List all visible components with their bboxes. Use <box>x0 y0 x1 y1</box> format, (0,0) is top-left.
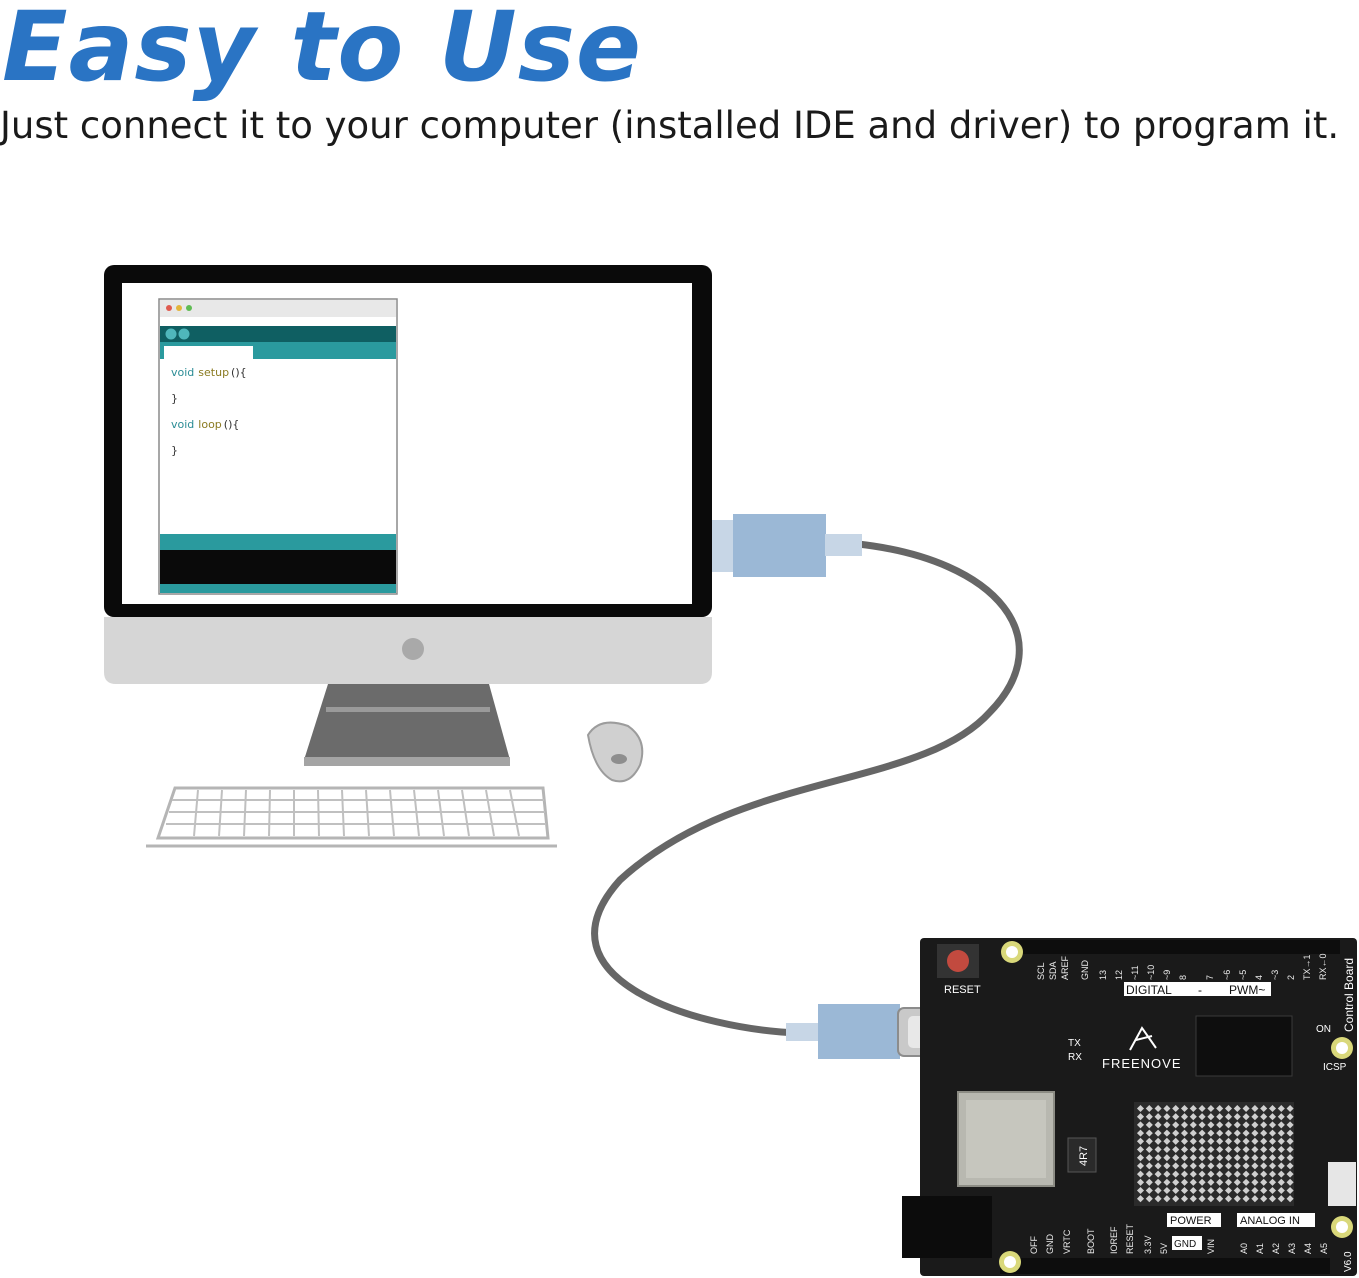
svg-text:TX: TX <box>1068 1038 1081 1049</box>
svg-text:4R7: 4R7 <box>1078 1146 1090 1166</box>
top-pin-label: ~5 <box>1238 970 1248 980</box>
usb-a-connector <box>712 514 862 577</box>
window-maximize-dot <box>186 305 192 311</box>
top-pin-label: RX←0 <box>1318 953 1328 980</box>
top-pin-label: ~6 <box>1222 970 1232 980</box>
bottom-pin-label: VIN <box>1206 1239 1216 1254</box>
svg-text:RESET: RESET <box>944 984 981 996</box>
ide-console <box>160 550 396 584</box>
sketch-tab <box>164 346 253 359</box>
top-pin-label: ~3 <box>1270 970 1280 980</box>
bottom-pin-label: RESET <box>1125 1223 1135 1254</box>
bottom-pin-label: 5V <box>1159 1243 1169 1254</box>
bottom-pin-label: A4 <box>1303 1243 1313 1254</box>
bottom-pin-label: 3.3V <box>1143 1235 1153 1254</box>
ide-toolbar <box>160 326 396 342</box>
bottom-pin-label: A3 <box>1287 1243 1297 1254</box>
bottom-pin-label: BOOT <box>1086 1228 1096 1254</box>
top-pin-label: AREF <box>1060 955 1070 980</box>
bottom-pin-label: GND <box>1045 1234 1055 1255</box>
bottom-pin-label: IOREF <box>1109 1226 1119 1254</box>
top-pin-label: ~9 <box>1162 970 1172 980</box>
top-pin-label: 7 <box>1205 975 1215 980</box>
top-pin-label: ~11 <box>1130 965 1140 980</box>
control-board: 4R7 RESET DIGITAL - PWM~ FREENOVE ON ICS… <box>902 938 1357 1276</box>
code-line-close-2: } <box>171 444 178 457</box>
svg-text:RX: RX <box>1068 1052 1082 1063</box>
verify-icon <box>165 328 177 340</box>
usb-cable <box>591 540 1023 1037</box>
top-pin-label: ~10 <box>1146 965 1156 980</box>
window-minimize-dot <box>176 305 182 311</box>
svg-text:Control Board: Control Board <box>1342 958 1356 1032</box>
bottom-pin-label: A0 <box>1239 1243 1249 1254</box>
top-pin-label: 8 <box>1178 975 1188 980</box>
subline: Just connect it to your computer (instal… <box>0 104 1340 147</box>
side-connector <box>1328 1162 1356 1206</box>
svg-text:ANALOG IN: ANALOG IN <box>1240 1215 1300 1227</box>
bottom-pin-label: A2 <box>1271 1243 1281 1254</box>
bottom-pin-label: A5 <box>1319 1243 1329 1254</box>
window-close-dot <box>166 305 172 311</box>
svg-text:ON: ON <box>1316 1024 1331 1035</box>
power-jack <box>902 1196 992 1258</box>
mcu-chip <box>1195 1015 1293 1077</box>
camera-dot <box>402 638 424 660</box>
svg-text:GND: GND <box>1174 1239 1196 1250</box>
top-pin-label: 2 <box>1286 975 1296 980</box>
top-header <box>1010 940 1340 954</box>
led-matrix <box>1134 1102 1294 1206</box>
top-pin-label: 4 <box>1254 975 1264 980</box>
top-pin-label: 13 <box>1098 970 1108 980</box>
inductor <box>1067 1137 1097 1173</box>
bottom-header <box>1000 1258 1330 1274</box>
bottom-pin-label: OFF <box>1029 1236 1039 1254</box>
bottom-pin-label: A1 <box>1255 1243 1265 1254</box>
svg-text:V6.0: V6.0 <box>1343 1251 1354 1272</box>
top-pin-label: TX→1 <box>1302 954 1312 980</box>
top-pin-label: SCL <box>1036 962 1046 980</box>
top-pin-label: SDA <box>1048 961 1058 980</box>
mouse <box>586 721 644 783</box>
svg-text:POWER: POWER <box>1170 1215 1212 1227</box>
reset-button[interactable] <box>947 950 969 972</box>
code-line-close-1: } <box>171 392 178 405</box>
top-pin-label: GND <box>1080 960 1090 981</box>
bottom-pin-labels: OFF GND VRTC BOOT IOREF RESET 3.3V 5V VIN A0 A1 A2 A… <box>1029 1223 1329 1254</box>
ide-status-bar <box>160 534 396 550</box>
brand-logo <box>1129 1026 1157 1051</box>
upload-icon <box>178 328 190 340</box>
top-pin-label: 12 <box>1114 970 1124 980</box>
svg-text:FREENOVE: FREENOVE <box>1102 1056 1182 1071</box>
monitor-stand <box>304 684 510 760</box>
svg-text:DIGITAL: DIGITAL <box>1126 983 1172 997</box>
keyboard <box>146 786 557 848</box>
svg-text:PWM~: PWM~ <box>1229 983 1265 997</box>
svg-text:ICSP: ICSP <box>1323 1062 1347 1073</box>
bottom-pin-label: VRTC <box>1062 1229 1072 1254</box>
headline: Easy to Use <box>2 0 642 103</box>
svg-text:-: - <box>1198 983 1202 997</box>
